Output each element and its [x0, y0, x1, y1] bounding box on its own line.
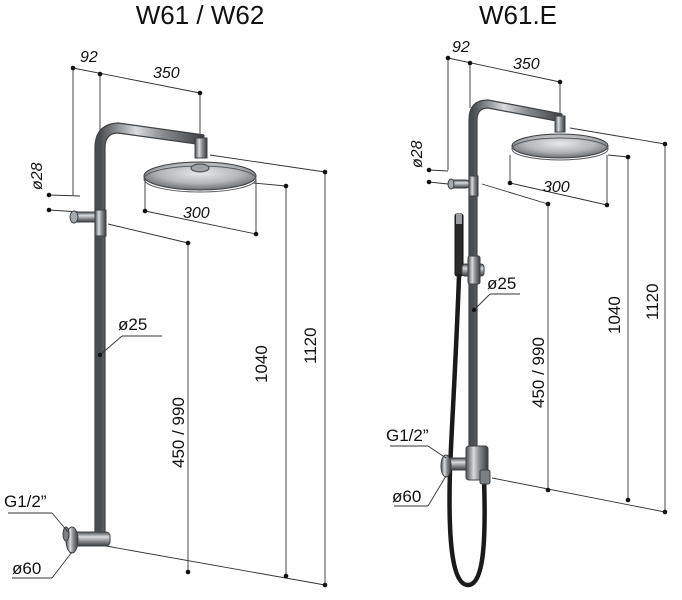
left-dimension-dots	[46, 65, 328, 588]
left-dim-head-dia: 300	[183, 205, 210, 222]
right-title: W61.E	[479, 0, 557, 30]
right-flange	[440, 454, 452, 478]
left-dim-connection-height: 450 / 990	[169, 397, 188, 468]
right-leaders	[390, 293, 520, 507]
left-dim-arm-length: 350	[153, 65, 180, 82]
left-dim-arm-offset: 92	[80, 49, 98, 66]
right-shower-column	[440, 99, 609, 588]
left-shower-arm-connector	[194, 137, 208, 159]
right-dim-arm-length: 350	[513, 56, 540, 73]
right-dim-height-total: 1120	[643, 283, 662, 320]
right-shower-arm-connector	[554, 115, 566, 133]
right-dimension-lines	[428, 57, 666, 513]
left-dim-thread: G1/2”	[4, 492, 47, 511]
right-dim-flange-dia: ø60	[392, 487, 421, 506]
left-dim-riser-dia: ø25	[118, 315, 147, 334]
right-dim-arm-offset: 92	[452, 39, 470, 56]
right-dim-pipe-dia: ø28	[409, 140, 426, 168]
right-dim-head-dia: 300	[543, 179, 570, 196]
left-dim-height-total: 1120	[301, 327, 320, 364]
left-dim-flange-dia: ø60	[12, 559, 41, 578]
left-dimension-lines	[48, 67, 326, 586]
right-shower-head	[511, 133, 609, 159]
right-dim-thread: G1/2”	[386, 426, 429, 445]
left-drawing: W61 / W62	[4, 0, 328, 588]
left-leaders	[8, 335, 162, 579]
right-dim-riser-dia: ø25	[487, 274, 516, 293]
right-dimension-dots	[426, 55, 668, 515]
right-drawing: W61.E	[386, 0, 668, 588]
left-dim-height-head: 1040	[252, 345, 271, 383]
left-dim-pipe-dia: ø28	[29, 162, 46, 190]
right-hose	[447, 273, 487, 588]
right-dim-connection-height: 450 / 990	[529, 337, 548, 408]
left-title: W61 / W62	[136, 0, 265, 30]
left-shower-head	[143, 161, 257, 191]
right-dim-height-head: 1040	[605, 296, 624, 334]
left-shower-column	[62, 122, 257, 554]
